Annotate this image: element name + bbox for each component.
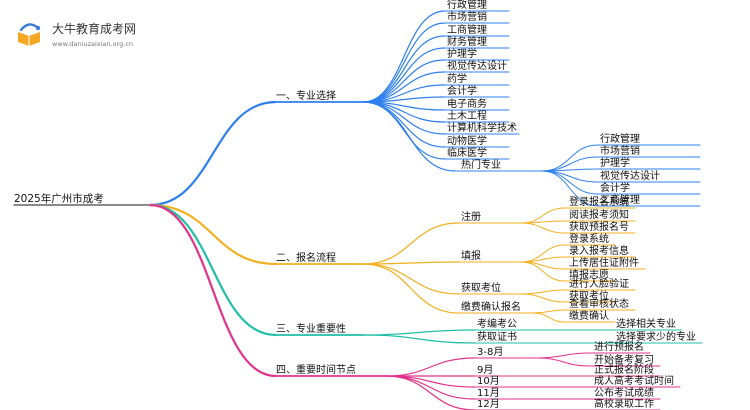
grandchild-label: 登录系统	[569, 232, 609, 245]
child-connector	[362, 261, 460, 265]
branch-connector	[149, 203, 277, 378]
child-label: 行政管理	[447, 0, 487, 11]
child-connector	[362, 329, 476, 336]
grandchild-label: 选择要求少的专业	[616, 330, 696, 343]
grandchild-label: 行政管理	[600, 132, 640, 145]
grandchild-label: 市场营销	[600, 144, 640, 157]
child-connector	[385, 357, 476, 377]
grandchild-label: 录入报考信息	[569, 244, 629, 257]
child-connector	[362, 10, 446, 103]
grandchild-connector	[541, 170, 599, 195]
grandchild-connector	[536, 352, 591, 359]
grandchild-connector	[520, 289, 566, 295]
grandchild-label: 会计学	[600, 181, 630, 194]
child-label: 视觉传达设计	[447, 59, 507, 72]
grandchild-label: 查看审核状态	[569, 297, 629, 310]
grandchild-label: 填报志愿	[569, 268, 609, 281]
child-connector	[385, 375, 476, 400]
child-connector	[362, 101, 446, 123]
child-label: 缴费确认报名	[461, 300, 521, 313]
branch-label: 四、重要时间节点	[276, 363, 356, 376]
grandchild-connector	[541, 170, 599, 207]
grandchild-label: 开始备考复习	[594, 353, 654, 366]
logo-book-icon	[12, 18, 46, 52]
child-label: 10月	[477, 375, 500, 387]
child-label: 电子商务	[447, 97, 487, 110]
grandchild-label: 获取考位	[569, 289, 609, 302]
grandchild-connector	[520, 261, 566, 282]
grandchild-label: 公布考试成绩	[594, 386, 654, 399]
child-connector	[362, 35, 446, 103]
child-label: 计算机科学技术	[447, 121, 517, 134]
child-label: 9月	[477, 364, 493, 376]
child-label: 3-8月	[477, 346, 503, 358]
child-label: 药学	[447, 72, 467, 85]
grandchild-connector	[536, 357, 591, 367]
child-label: 工商管理	[447, 23, 487, 36]
child-connector	[362, 334, 476, 344]
branch-label: 一、专业选择	[276, 89, 336, 102]
grandchild-connector	[520, 222, 566, 234]
grandchild-label: 缴费确认	[569, 309, 609, 322]
child-label: 12月	[477, 398, 500, 410]
child-label: 土木工程	[447, 109, 487, 122]
grandchild-label: 选择相关专业	[616, 317, 676, 330]
grandchild-label: 上传居住证附件	[569, 256, 639, 269]
child-label: 市场营销	[447, 10, 487, 23]
grandchild-connector	[532, 309, 566, 314]
child-label: 注册	[461, 210, 481, 223]
branch-label: 三、专业重要性	[276, 322, 346, 335]
child-connector	[362, 101, 456, 172]
child-label: 获取证书	[477, 331, 517, 343]
grandchild-connector	[532, 312, 566, 323]
grandchild-label: 阅读报考须知	[569, 208, 629, 221]
child-label: 财务管理	[447, 35, 487, 48]
grandchild-label: 获取预报名号	[569, 220, 629, 233]
logo-name: 大牛教育成考网	[52, 21, 137, 36]
site-logo[interactable]: 大牛教育成考网 www.daniuzaixian.org.cn	[12, 18, 136, 52]
child-label: 动物医学	[447, 134, 487, 147]
grandchild-label: 视觉传达设计	[600, 169, 660, 182]
child-connector	[362, 101, 446, 148]
grandchild-label: 成人高考考试时间	[594, 374, 674, 387]
root-node-label: 2025年广州市成考	[14, 192, 104, 205]
grandchild-label: 正式报名阶段	[594, 363, 654, 376]
grandchild-label: 进行人脸验证	[569, 277, 629, 290]
branch-connector	[149, 203, 277, 266]
grandchild-label: 护理学	[600, 156, 630, 169]
child-label: 获取考位	[461, 281, 501, 294]
child-connector	[385, 375, 476, 410]
branch-label: 二、报名流程	[276, 251, 336, 264]
grandchild-label: 登录报名系统	[569, 195, 629, 208]
child-connector	[362, 222, 460, 265]
child-label: 热门专业	[461, 158, 501, 171]
child-label: 会计学	[447, 84, 477, 97]
child-label: 11月	[477, 387, 500, 399]
logo-url: www.daniuzaixian.org.cn	[52, 39, 134, 48]
child-connector	[362, 263, 460, 314]
grandchild-label: 工商管理	[600, 193, 640, 206]
grandchild-label: 进行预报名	[594, 340, 644, 353]
branch-connector	[149, 203, 277, 337]
child-label: 护理学	[447, 47, 477, 60]
branch-connector	[149, 100, 277, 207]
grandchild-connector	[541, 144, 599, 172]
child-connector	[362, 59, 446, 103]
child-label: 临床医学	[447, 146, 487, 159]
child-label: 填报	[461, 249, 481, 262]
grandchild-connector	[520, 293, 566, 303]
grandchild-label: 高校录取工作	[594, 397, 654, 410]
child-connector	[362, 263, 460, 295]
child-connector	[362, 101, 446, 160]
child-label: 考编考公	[477, 317, 517, 330]
child-connector	[362, 22, 446, 103]
